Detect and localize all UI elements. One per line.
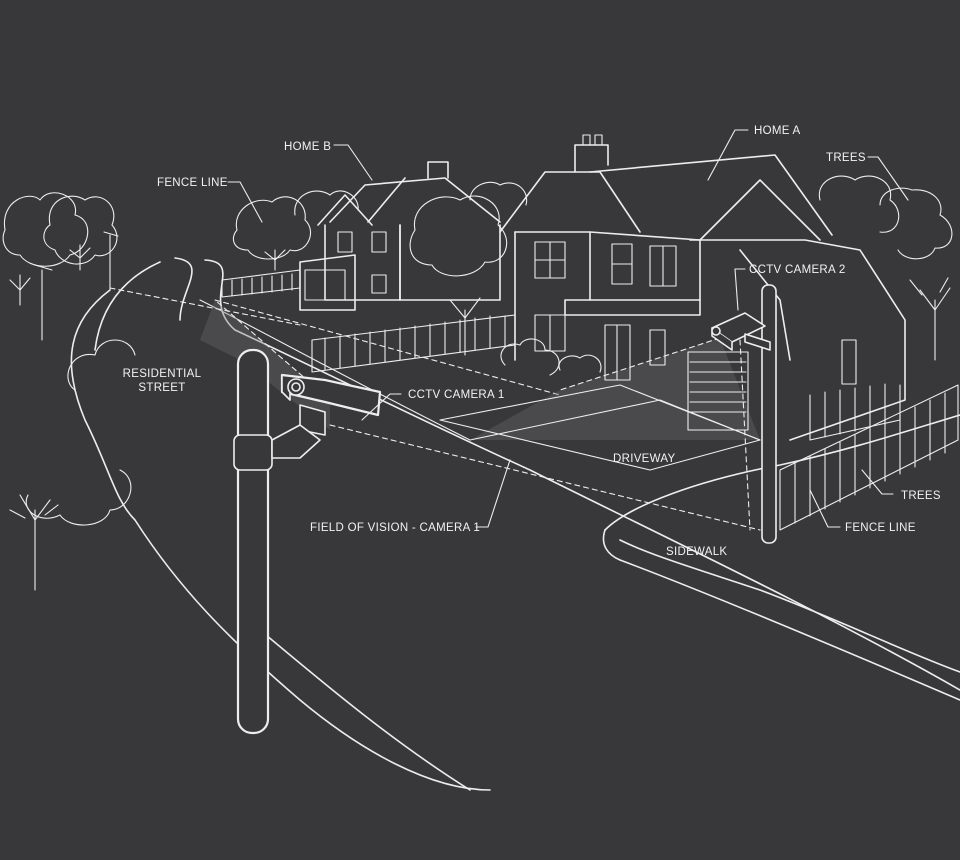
- fence-home-a: [311, 314, 516, 373]
- labels: HOME A HOME B TREES FENCE LINE CCTV CAME…: [123, 125, 941, 558]
- cctv-camera-1-pole: [233, 348, 273, 735]
- label-trees-top: TREES: [826, 152, 866, 164]
- label-fence-line-right: FENCE LINE: [845, 522, 916, 534]
- label-home-b: HOME B: [284, 141, 331, 153]
- cctv-camera-1-icon: [271, 373, 382, 459]
- label-home-a: HOME A: [754, 125, 801, 137]
- label-residential-street-line1: RESIDENTIAL: [123, 368, 202, 380]
- field-of-vision-camera-2: [470, 337, 760, 531]
- street-lights: [34, 231, 119, 341]
- trees-background: [2, 175, 953, 361]
- label-cctv-camera-1: CCTV CAMERA 1: [408, 389, 505, 401]
- label-residential-street-line2: STREET: [138, 382, 185, 394]
- cctv-camera-2-icon: [711, 312, 771, 351]
- label-cctv-camera-2: CCTV CAMERA 2: [749, 264, 846, 276]
- home-a: [499, 134, 906, 441]
- fence-line-right: [779, 383, 959, 531]
- label-driveway: DRIVEWAY: [613, 453, 675, 465]
- home-b: [299, 161, 501, 311]
- label-field-of-vision: FIELD OF VISION - CAMERA 1: [310, 522, 480, 534]
- label-fence-line-left: FENCE LINE: [157, 177, 228, 189]
- sidewalk: [602, 414, 960, 701]
- label-trees-right: TREES: [901, 490, 941, 502]
- leader-lines: [227, 129, 909, 528]
- tree-left: [9, 339, 136, 591]
- cctv-camera-2-pole: [761, 284, 777, 544]
- fence-line-left: [221, 269, 301, 298]
- label-sidewalk: SIDEWALK: [666, 546, 727, 558]
- driveway: [439, 384, 761, 471]
